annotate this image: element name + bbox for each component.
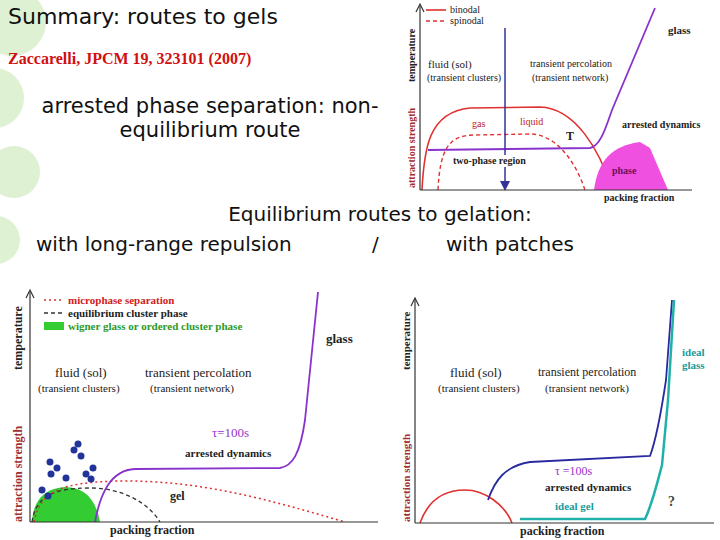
region-label: (transient network) xyxy=(532,72,608,84)
axis-label: attraction strength xyxy=(406,108,418,188)
region-label: ideal glass xyxy=(682,346,716,371)
timescale-label: τ =100s xyxy=(555,465,592,479)
axis-arrow xyxy=(416,4,424,12)
region-label: transient percolation xyxy=(530,58,612,70)
slide-title: Summary: routes to gels xyxy=(8,4,278,29)
citation: Zaccarelli, JPCM 19, 323101 (2007) xyxy=(8,50,251,68)
axis-label: temperature xyxy=(400,312,413,370)
phase-label: gas xyxy=(472,118,485,130)
region-label: (transient clusters) xyxy=(38,382,120,395)
region-label: glass xyxy=(668,24,691,37)
axis-label: attraction strength xyxy=(400,434,413,522)
subtitle: with patches xyxy=(446,233,574,256)
axis-label: temperature xyxy=(406,29,418,82)
ideal-arrest-line xyxy=(520,300,674,519)
legend-text: wigner glass or ordered cluster phase xyxy=(68,320,242,332)
axis-label: packing fraction xyxy=(520,525,604,539)
legend-line-sample xyxy=(426,6,446,14)
top-phase-diagram xyxy=(416,4,692,191)
axis-label: packing fraction xyxy=(604,192,674,204)
region-label: (transient clusters) xyxy=(438,382,520,395)
blob xyxy=(0,216,20,264)
background-blobs xyxy=(0,0,46,264)
legend-item: equilibrium cluster phase xyxy=(44,307,188,319)
y-axis xyxy=(419,6,420,190)
x-axis xyxy=(30,521,378,522)
axis-label: attraction strength xyxy=(12,426,26,522)
legend-line-sample xyxy=(426,17,446,25)
legend-item: binodal xyxy=(426,4,480,15)
legend-line xyxy=(426,9,446,11)
axis-arrow xyxy=(26,290,34,298)
region-label: arrested dynamics xyxy=(545,481,631,494)
legend-line xyxy=(44,312,64,314)
x-axis xyxy=(415,522,714,523)
legend-line-sample xyxy=(44,309,64,317)
subtitle: with long-range repulsion xyxy=(36,233,292,256)
region-label: two-phase region xyxy=(452,155,527,167)
microphase-curve xyxy=(34,481,345,522)
question-mark: ? xyxy=(668,494,675,510)
axis-label: packing fraction xyxy=(110,524,194,538)
region-label: arrested dynamics xyxy=(185,447,271,460)
legend-line xyxy=(426,20,446,22)
legend-text: microphase separation xyxy=(68,294,174,306)
blob xyxy=(0,146,40,198)
spinodal-curve xyxy=(438,134,585,190)
long-range-repulsion-diagram xyxy=(26,290,378,522)
binodal-curve xyxy=(420,490,512,523)
y-axis xyxy=(414,298,415,523)
region-label: fluid (sol) xyxy=(428,58,472,71)
timescale-label: τ=100s xyxy=(212,426,249,441)
blob xyxy=(0,68,24,128)
cluster-dots xyxy=(39,441,97,500)
subtitle: arrested phase separation: non-equilibri… xyxy=(30,94,390,142)
legend-item: spinodal xyxy=(426,15,484,26)
region-label: gel xyxy=(170,490,185,504)
region-label: phase xyxy=(612,165,636,177)
region-label: (transient network) xyxy=(545,382,629,395)
arrest-line xyxy=(488,300,672,500)
axis-label: temperature xyxy=(12,306,26,370)
legend-line xyxy=(44,299,64,301)
region-label: transient percolation xyxy=(145,366,252,381)
region-label: fluid (sol) xyxy=(450,366,502,381)
subtitle: Equilibrium routes to gelation: xyxy=(150,203,610,226)
arrested-region xyxy=(594,142,668,190)
region-label: glass xyxy=(326,332,353,347)
region-label: ideal gel xyxy=(555,500,594,513)
legend-text: equilibrium cluster phase xyxy=(68,307,188,319)
phase-label: liquid xyxy=(520,116,543,128)
legend-text: spinodal xyxy=(450,15,484,26)
legend-text: binodal xyxy=(450,4,480,15)
axis-arrow xyxy=(411,298,419,306)
legend-item: wigner glass or ordered cluster phase xyxy=(44,320,242,332)
region-label: transient percolation xyxy=(538,366,636,380)
legend-item: microphase separation xyxy=(44,294,174,306)
region-label: fluid (sol) xyxy=(55,366,107,381)
separator: / xyxy=(372,233,379,256)
patchy-diagram xyxy=(411,298,714,523)
legend-line-sample xyxy=(44,296,64,304)
region-label: (transient network) xyxy=(150,382,234,395)
region-label: (transient clusters) xyxy=(426,72,502,84)
y-axis xyxy=(29,292,30,522)
wigner-glass-region xyxy=(32,487,100,522)
x-axis xyxy=(420,189,692,190)
legend-swatch xyxy=(44,322,64,330)
temperature-label: T xyxy=(566,130,574,144)
region-label: arrested dynamics xyxy=(622,119,700,131)
